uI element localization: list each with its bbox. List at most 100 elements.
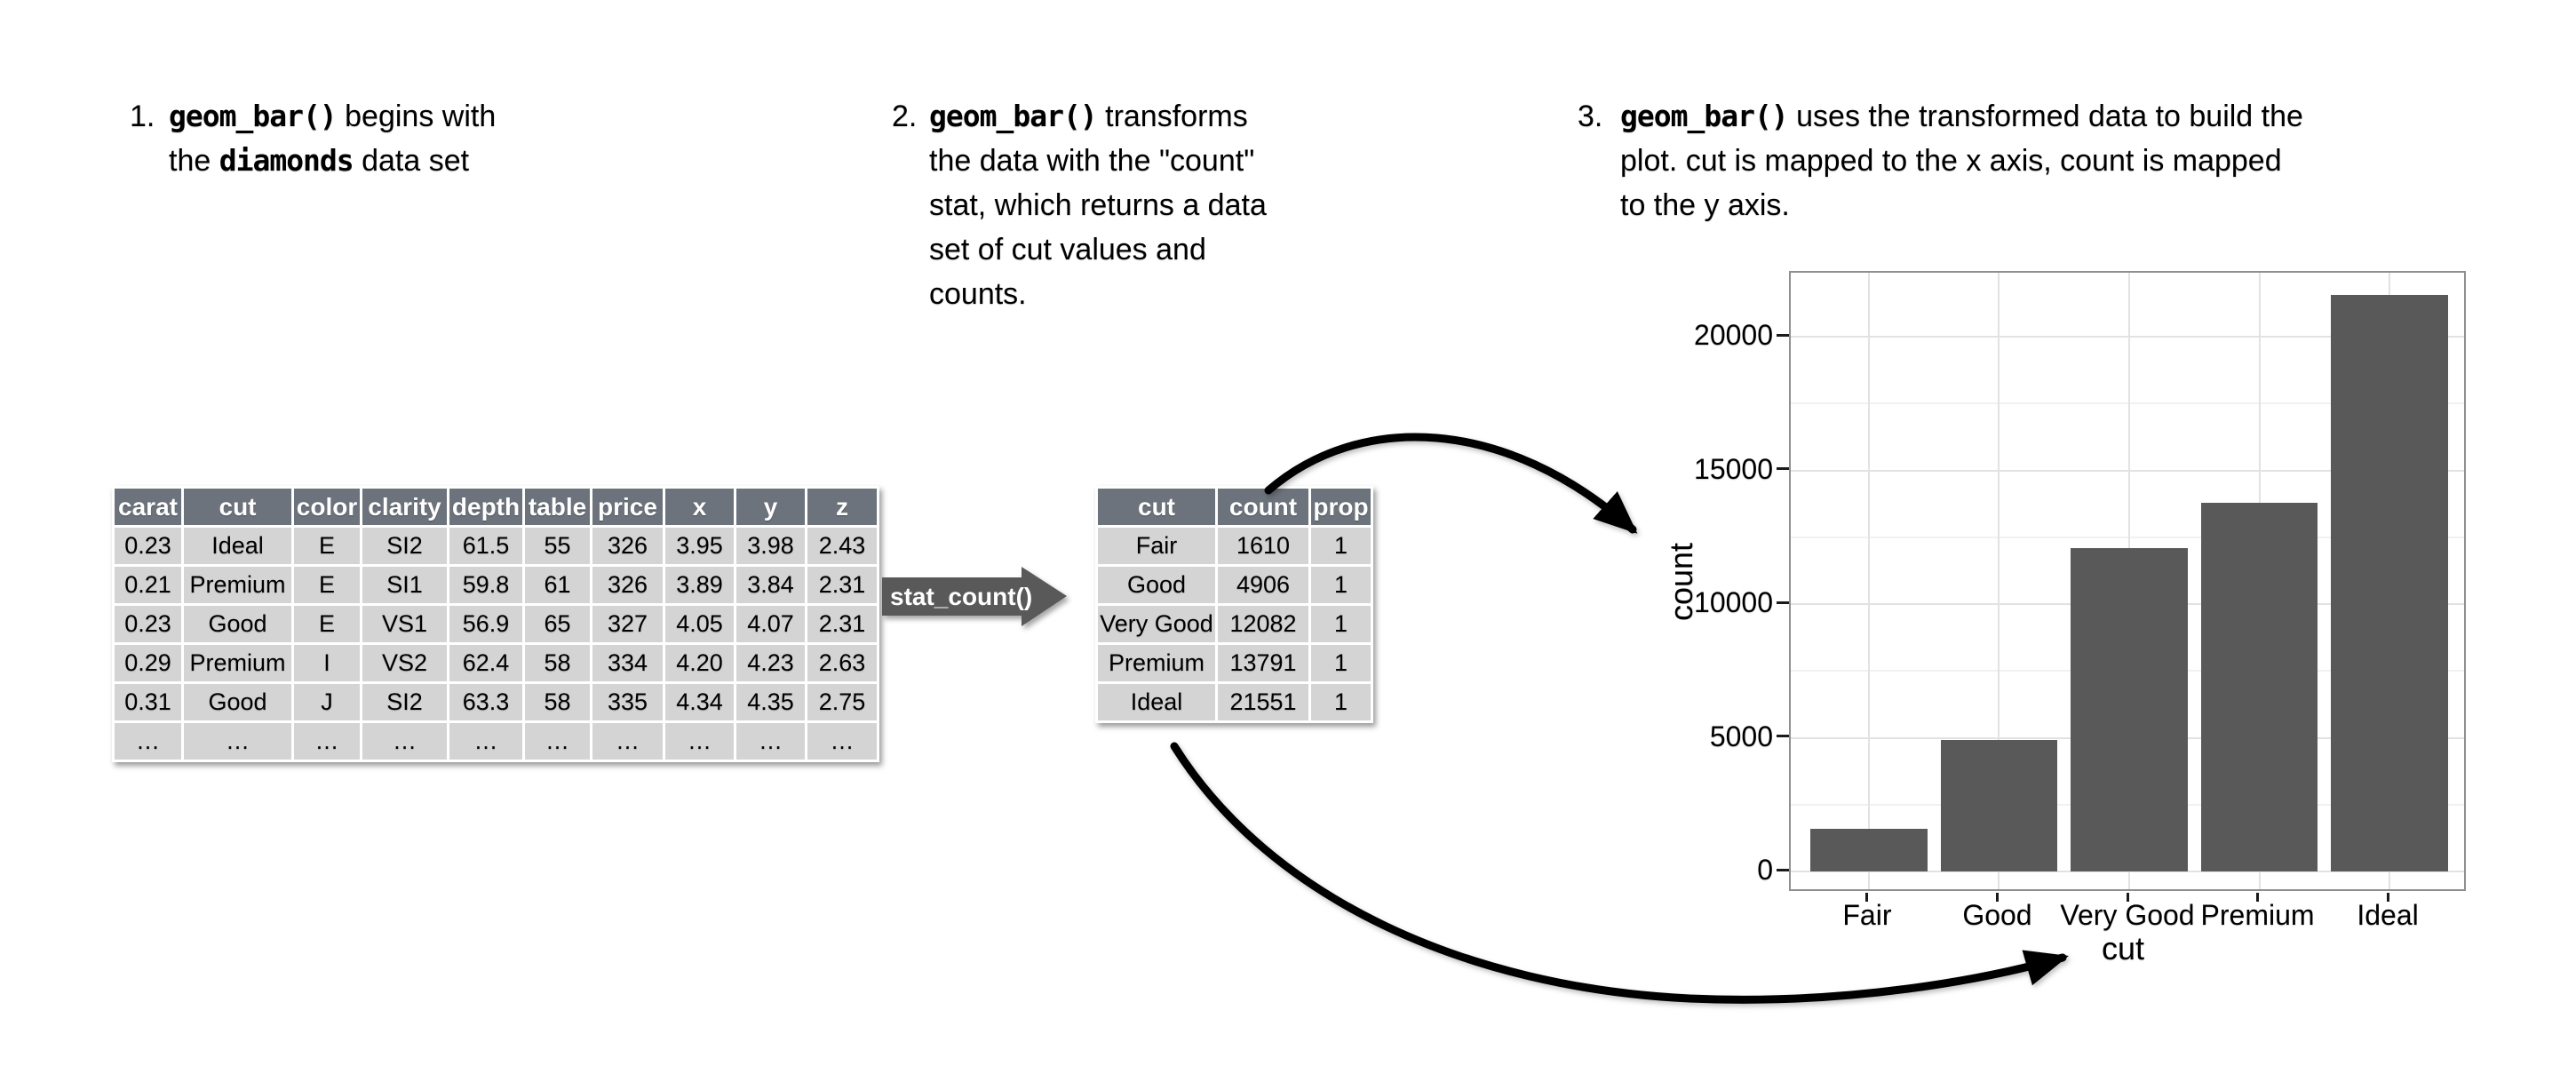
bar-good [1940, 740, 2058, 871]
column-header: count [1215, 486, 1311, 528]
chart-panel [1789, 271, 2466, 891]
x-tick-label: Ideal [2357, 899, 2419, 931]
table-cell: VS1 [360, 603, 449, 645]
table-cell: 61 [522, 564, 592, 606]
table-cell: 4.23 [734, 642, 807, 684]
note-line: geom_bar() uses the transformed data to … [1620, 94, 2537, 139]
step-2-number: 2. [892, 99, 918, 133]
note-line: counts. [929, 272, 1389, 316]
table-cell: SI2 [360, 681, 449, 723]
table-cell: … [291, 720, 362, 762]
note-line: to the y axis. [1620, 183, 2537, 227]
table-cell: 58 [522, 642, 592, 684]
text-span: the data with the "count" [929, 144, 1255, 178]
x-tick-mark [2126, 893, 2129, 902]
column-header: z [805, 486, 879, 528]
table-cell: 1610 [1215, 525, 1311, 567]
bar-very-good [2071, 548, 2188, 871]
column-header: cut [181, 486, 294, 528]
text-span: counts. [929, 277, 1027, 311]
x-tick-mark [1995, 893, 1999, 902]
code-span: geom_bar() [169, 99, 338, 133]
y-axis-title: count [1663, 542, 1699, 622]
stat-count-arrow-shape [882, 567, 1067, 626]
note-line: geom_bar() transforms [929, 94, 1389, 139]
step-1-text: geom_bar() begins with the diamonds data … [169, 94, 627, 183]
y-tick-mark [1777, 601, 1789, 604]
gridline-vertical [1998, 273, 2000, 889]
column-header: prop [1308, 486, 1373, 528]
table-cell: … [112, 720, 184, 762]
note-line: the diamonds data set [169, 139, 627, 183]
table-cell: 56.9 [447, 603, 525, 645]
x-tick-mark [1865, 893, 1869, 902]
table-cell: Very Good [1095, 603, 1218, 645]
text-span: plot. cut is mapped to the x axis, count… [1620, 144, 2282, 178]
column-header: clarity [360, 486, 449, 528]
table-cell: E [291, 603, 362, 645]
y-tick-label: 10000 [1694, 586, 1773, 618]
table-cell: 0.21 [112, 564, 184, 606]
table-cell: 2.31 [805, 603, 879, 645]
step-3-note: 3. geom_bar() uses the transformed data … [1578, 94, 2537, 227]
y-tick-label: 0 [1757, 854, 1773, 886]
note-line: set of cut values and [929, 227, 1389, 272]
table-cell: I [291, 642, 362, 684]
y-tick-label: 15000 [1694, 452, 1773, 485]
table-cell: Premium [181, 564, 294, 606]
text-span: data set [353, 144, 470, 178]
table-cell: 12082 [1215, 603, 1311, 645]
note-line: plot. cut is mapped to the x axis, count… [1620, 139, 2537, 183]
table-cell: Premium [1095, 642, 1218, 684]
table-cell: SI2 [360, 525, 449, 567]
gridline-minor [1791, 402, 2464, 405]
table-cell: 58 [522, 681, 592, 723]
table-cell: 4.07 [734, 603, 807, 645]
text-span: set of cut values and [929, 233, 1206, 266]
table-cell: 0.31 [112, 681, 184, 723]
bar-fair [1809, 828, 1928, 871]
x-tick-label: Very Good [2060, 899, 2195, 931]
x-tick-label: Premium [2200, 899, 2315, 931]
table-cell: Good [181, 603, 294, 645]
column-header: table [522, 486, 592, 528]
column-header: price [590, 486, 665, 528]
column-header: y [734, 486, 807, 528]
table-row: ………………………… [112, 720, 879, 762]
table-cell: SI1 [360, 564, 449, 606]
text-span: stat, which returns a data [929, 188, 1267, 222]
note-line: the data with the "count" [929, 139, 1389, 183]
table-cell: 62.4 [447, 642, 525, 684]
table-cell: … [447, 720, 525, 762]
code-span: geom_bar() [1620, 99, 1789, 133]
column-header: depth [447, 486, 525, 528]
table-cell: 4.35 [734, 681, 807, 723]
stat-count-arrow: stat_count() [882, 567, 1067, 626]
table-cell: Good [1095, 564, 1218, 606]
text-span: begins with [336, 99, 497, 133]
table-cell: 4906 [1215, 564, 1311, 606]
text-span: the [169, 144, 219, 178]
gridline-minor [1791, 536, 2464, 538]
table-cell: … [181, 720, 294, 762]
column-header: color [291, 486, 362, 528]
gridline-major [1791, 871, 2464, 872]
table-cell: 4.05 [663, 603, 736, 645]
gridline-vertical [1867, 273, 1870, 889]
gridline-major [1791, 336, 2464, 338]
table-cell: 1 [1308, 681, 1373, 723]
x-tick-mark [2386, 893, 2389, 902]
text-span: transforms [1096, 99, 1248, 133]
y-tick-label: 20000 [1694, 319, 1773, 351]
